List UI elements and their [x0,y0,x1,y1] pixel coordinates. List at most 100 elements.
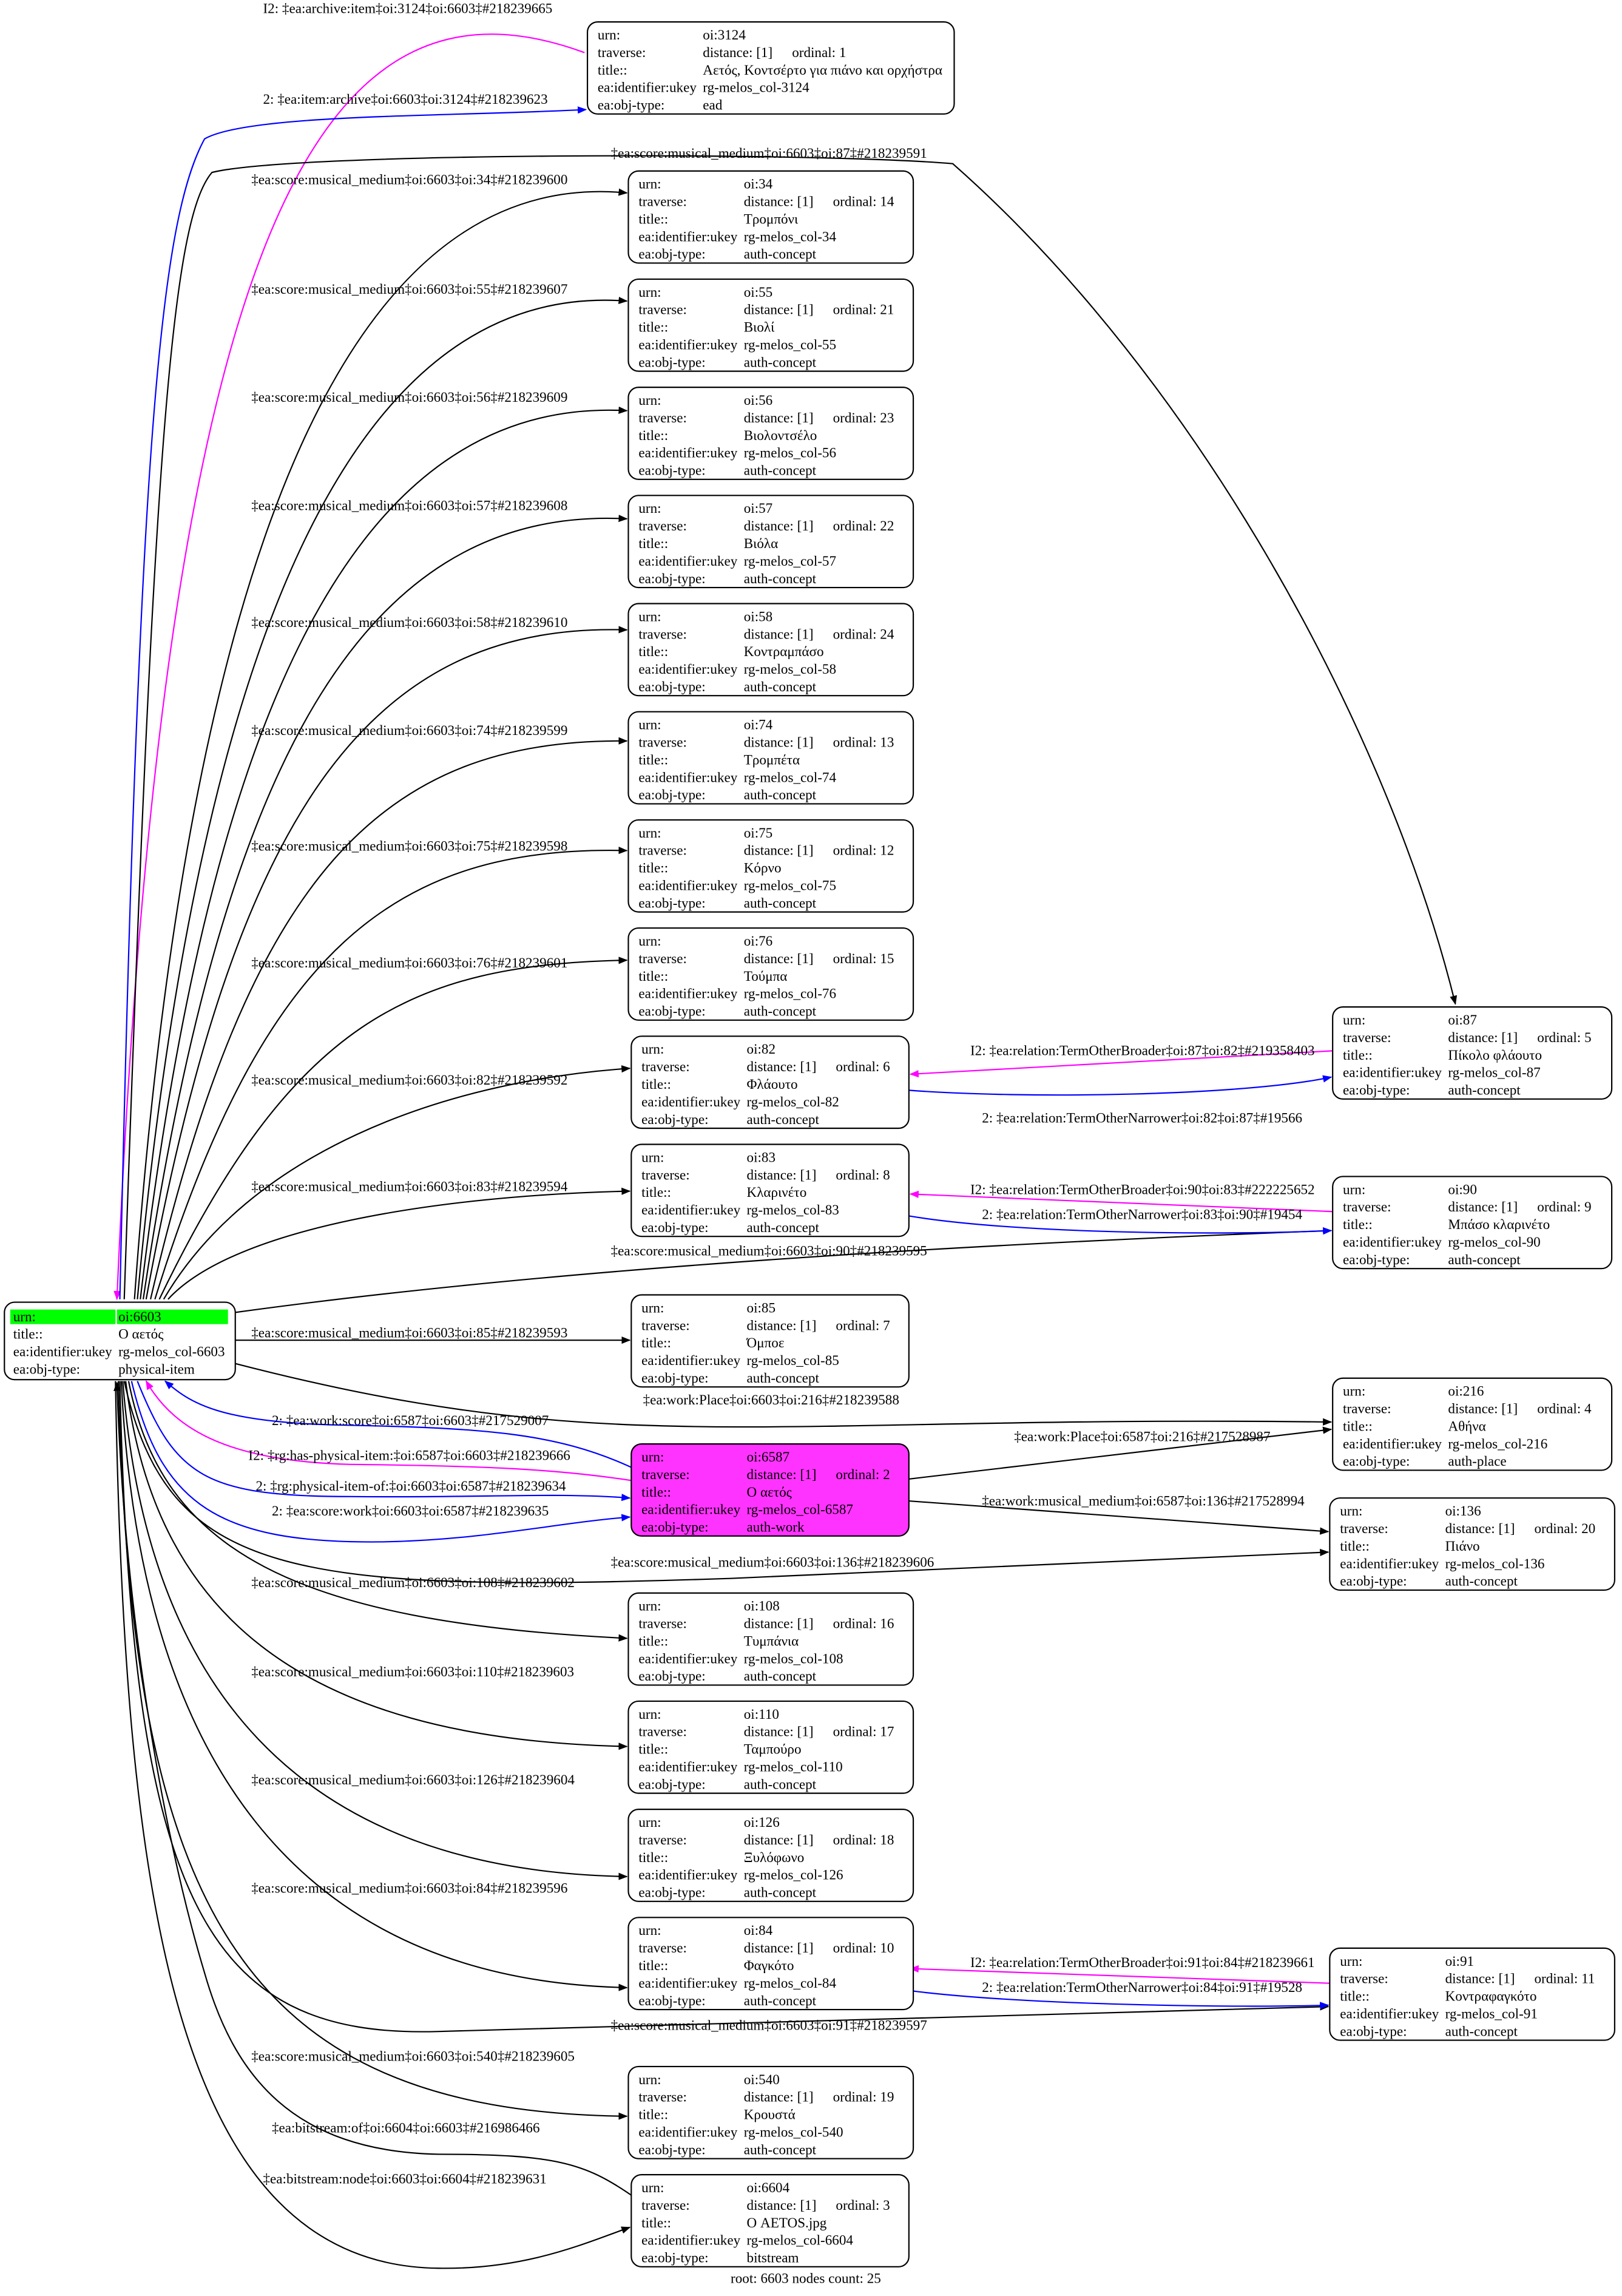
row-label: urn: [13,1309,36,1324]
row-value: Πίκολο φλάουτο [1448,1047,1542,1063]
edge-label: ‡ea:score:musical_medium‡oi:6603‡oi:136‡… [611,1554,934,1570]
row-label: title:: [1343,1216,1373,1232]
edge-default [150,737,628,1299]
edge-default [908,1426,1333,1480]
row-value: distance: [1] [1448,1029,1518,1045]
row-value: auth-concept [1445,1573,1518,1589]
row-label: ea:obj-type: [1343,1082,1410,1098]
row-value: rg-melos_col-84 [744,1975,837,1991]
edge-label: ‡ea:work:Place‡oi:6587‡oi:216‡#217528987 [1014,1428,1270,1444]
row-value: oi:216 [1448,1383,1484,1399]
row-value: distance: [1] [744,1724,814,1739]
row-label: ea:identifier:ukey [638,877,737,893]
row-label: ea:obj-type: [638,679,705,694]
edge-label: 2: ‡ea:relation:TermOtherNarrower‡oi:82‡… [982,1109,1302,1125]
row-value: rg-melos_col-110 [744,1759,843,1775]
row-value: rg-melos_col-55 [744,337,836,353]
edge-default [235,1363,1333,1428]
row-value: oi:126 [744,1814,780,1830]
row-value: Τυμπάνια [744,1633,799,1648]
row-label: ea:identifier:ukey [641,2232,740,2248]
edge-label: ‡ea:score:musical_medium‡oi:6603‡oi:540‡… [251,2048,575,2064]
ordinal-value: ordinal: 19 [833,2089,894,2105]
row-value: oi:110 [744,1706,779,1722]
row-value: oi:55 [744,284,773,300]
row-label: urn: [638,1706,661,1722]
row-label: ea:identifier:ukey [638,228,737,244]
edge-default [123,155,1458,1299]
edge-label: ‡ea:score:musical_medium‡oi:6603‡oi:34‡#… [251,171,567,187]
row-label: urn: [638,2071,661,2087]
row-label: ea:identifier:ukey [638,1975,737,1991]
node-box [1329,1947,1615,2041]
edge-default [125,1381,628,1750]
ordinal-value: ordinal: 13 [833,734,894,750]
row-label: traverse: [1340,1971,1388,1986]
row-label: title:: [1340,1538,1370,1554]
ordinal-value: ordinal: 17 [833,1724,894,1739]
row-value: distance: [1] [1445,1971,1515,1986]
edge-label: 2: ‡ea:work:score‡oi:6587‡oi:6603‡#21752… [272,1412,549,1428]
node-box [1332,1176,1613,1270]
node-box [627,1592,914,1686]
row-value: oi:34 [744,176,773,192]
ordinal-value: ordinal: 24 [833,626,894,642]
row-value: Βιόλα [744,535,779,551]
row-value: rg-melos_col-108 [744,1650,843,1666]
edge-label: ‡ea:score:musical_medium‡oi:6603‡oi:82‡#… [251,1072,567,1088]
edge-label: ‡ea:score:musical_medium‡oi:6603‡oi:56‡#… [251,389,567,405]
node-box [627,387,914,480]
row-value: oi:6587 [747,1449,790,1465]
edge-default [235,1227,1333,1313]
row-label: traverse: [638,842,687,858]
edge-label: ‡ea:score:musical_medium‡oi:6603‡oi:57‡#… [251,497,567,513]
ordinal-value: ordinal: 22 [833,518,894,533]
ordinal-value: ordinal: 16 [833,1616,894,1631]
edge-inverse [145,1380,632,1482]
edge-label: ‡ea:score:musical_medium‡oi:6603‡oi:85‡#… [251,1324,567,1340]
ordinal-value: ordinal: 1 [792,44,846,60]
row-label: traverse: [598,44,646,60]
edge-label: ‡ea:score:musical_medium‡oi:6603‡oi:55‡#… [251,281,567,297]
row-value: rg-melos_col-126 [744,1867,843,1883]
row-value: rg-melos_col-3124 [703,80,809,95]
row-label: title:: [641,1484,671,1500]
row-label: traverse: [641,1167,690,1182]
row-value: distance: [1] [747,1167,817,1182]
row-value: rg-melos_col-76 [744,986,836,1001]
row-label: urn: [638,500,661,516]
row-label: title:: [641,1184,671,1200]
row-label: title:: [638,427,668,443]
row-value: distance: [1] [703,44,772,60]
row-value: Κλαρινέτο [747,1184,807,1200]
edge-label: ‡ea:score:musical_medium‡oi:6603‡oi:75‡#… [251,838,567,853]
row-label: traverse: [641,1058,690,1074]
edge-default [119,1381,1330,2033]
